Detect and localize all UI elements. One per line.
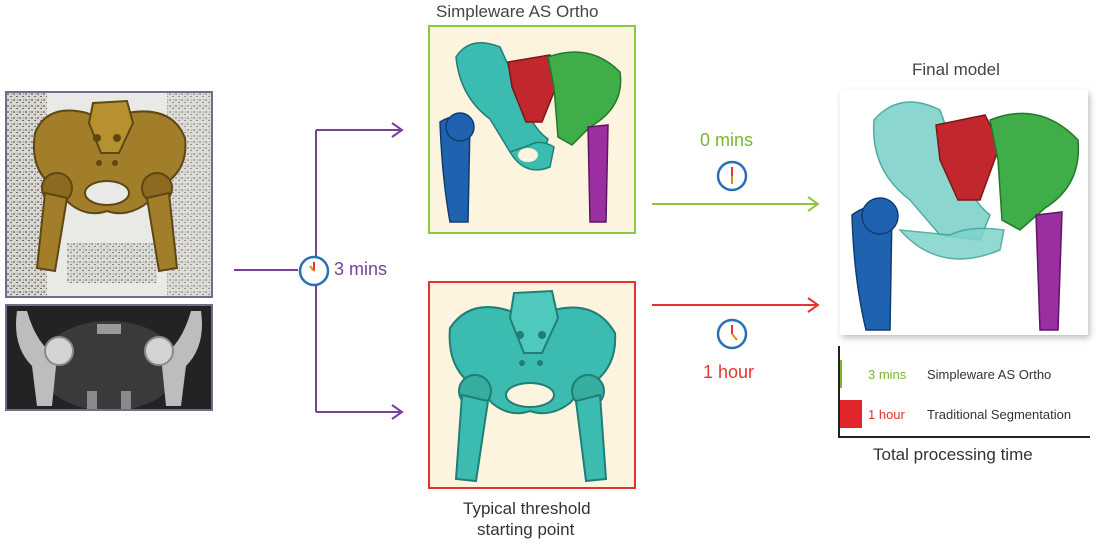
final-model-panel: [840, 90, 1088, 335]
final-model-title: Final model: [912, 60, 1000, 79]
clock-icon: [716, 160, 748, 192]
green-path-time: 0 mins: [700, 130, 754, 150]
clock-icon: [716, 318, 748, 350]
clock-icon: [298, 255, 330, 287]
chart-bar-1: [840, 360, 842, 388]
chart-row-2-time: 1 hour: [868, 407, 905, 422]
chart-bar-2: [840, 400, 862, 428]
split-time-label: 3 mins: [334, 259, 388, 279]
processing-time-chart-title: Total processing time: [873, 445, 1033, 464]
chart-row-2-method: Traditional Segmentation: [927, 407, 1072, 422]
arrow-right-icon: [807, 297, 820, 313]
as-ortho-segmented-pelvis-image: [439, 42, 622, 223]
final-model-pelvis-image: [851, 101, 1080, 331]
ct-slice-panel: [5, 304, 213, 411]
ct-slice-image: [7, 306, 211, 409]
as-ortho-title: Simpleware AS Ortho: [436, 2, 599, 21]
typical-threshold-label-line1: Typical threshold: [463, 499, 591, 518]
arrow-right-icon: [807, 196, 820, 212]
typical-threshold-label-line2: starting point: [477, 520, 575, 539]
processing-time-chart: 3 mins Simpleware AS Ortho 1 hour Tradit…: [838, 346, 1090, 442]
as-ortho-panel: [428, 25, 636, 234]
processing-time-chart-axes: [838, 346, 1090, 438]
chart-row-1-time: 3 mins: [868, 367, 907, 382]
ct-volume-render-panel: [5, 91, 213, 298]
chart-row-1-method: Simpleware AS Ortho: [927, 367, 1052, 382]
threshold-pelvis-image: [448, 289, 617, 483]
typical-threshold-panel: [428, 281, 636, 489]
volume-render-pelvis-image: [7, 93, 211, 296]
red-path-time: 1 hour: [703, 362, 755, 382]
arrow-right-icon: [391, 404, 404, 420]
arrow-right-icon: [391, 122, 404, 138]
